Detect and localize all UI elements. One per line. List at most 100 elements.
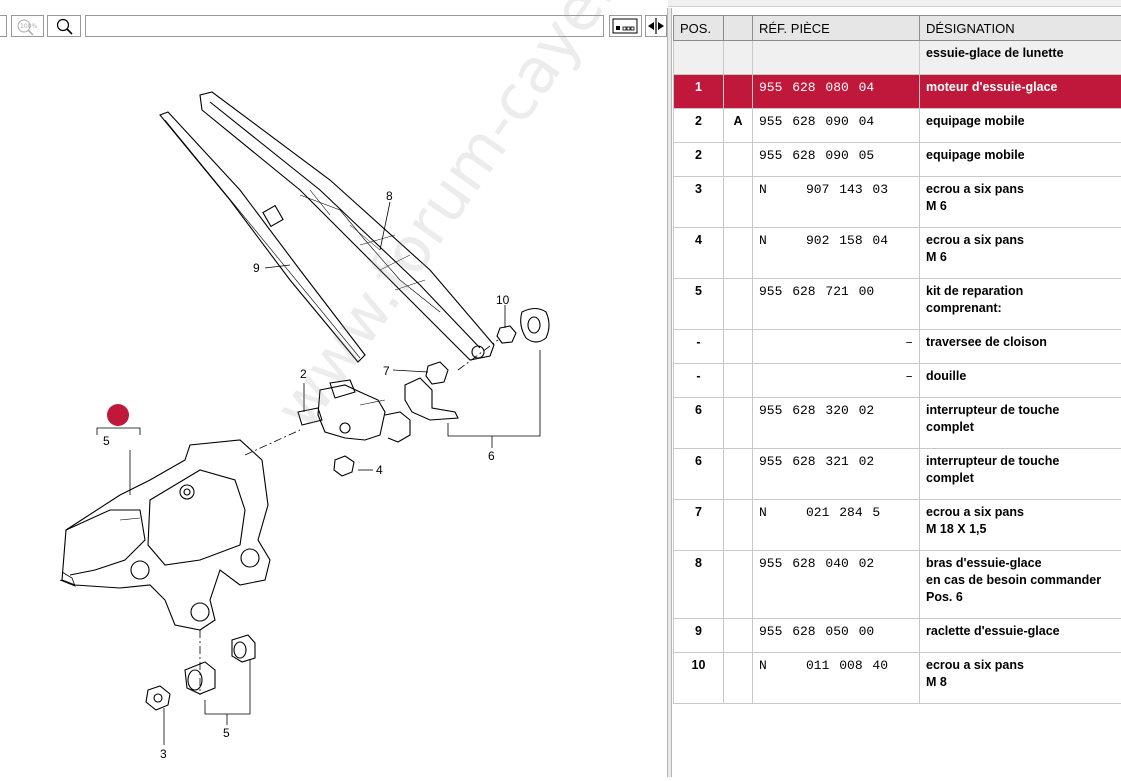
callout-3[interactable]: 3	[160, 747, 167, 761]
cell-pos: 9	[674, 619, 724, 653]
cell-ref: 955 628 721 00	[753, 279, 920, 330]
cell-designation: raclette d'essuie-glace	[920, 619, 1121, 653]
wiper-exploded-diagram: 1 5 2 7 10 8 9 6 4 3 5	[0, 40, 667, 777]
col-header-desc[interactable]: DÉSIGNATION	[920, 16, 1121, 41]
split-view-button[interactable]	[645, 15, 667, 37]
wiper-arm-shape	[200, 92, 494, 360]
cell-pos: 2	[674, 143, 724, 177]
cell-pos: 1	[674, 75, 724, 109]
cell-designation: interrupteur de touche complet	[920, 449, 1121, 500]
part-number: 955 628 050 00	[759, 624, 874, 639]
table-row[interactable]: 10 N 011 008 40 ecrou a six pans M 8	[674, 653, 1121, 704]
part-number: 955 628 721 00	[759, 284, 874, 299]
wiper-blade-shape	[160, 112, 365, 362]
pane-splitter[interactable]	[667, 8, 672, 777]
cell-designation: interrupteur de touche complet	[920, 398, 1121, 449]
part-number: N 907 143 03	[759, 182, 888, 197]
cell-ref: 955 628 050 00	[753, 619, 920, 653]
cell-mark	[724, 330, 753, 364]
cell-mark	[724, 653, 753, 704]
part-number: 955 628 080 04	[759, 80, 874, 95]
callout-1[interactable]: 1	[114, 409, 121, 423]
cell-mark	[724, 364, 753, 398]
search-button[interactable]	[47, 15, 81, 37]
cell-pos: 4	[674, 228, 724, 279]
table-row[interactable]: 3 N 907 143 03 ecrou a six pans M 6	[674, 177, 1121, 228]
cell-ref: –	[753, 330, 920, 364]
cell-mark	[724, 398, 753, 449]
cell-mark	[724, 279, 753, 330]
callout-2[interactable]: 2	[300, 367, 307, 381]
cell-mark	[724, 500, 753, 551]
zoom-label: 100%	[20, 23, 37, 30]
table-row[interactable]: essuie-glace de lunette	[674, 41, 1121, 75]
cell-pos: 8	[674, 551, 724, 619]
cell-designation: ecrou a six pans M 18 X 1,5	[920, 500, 1121, 551]
col-header-pos[interactable]: POS.	[674, 16, 724, 41]
part-number: N 011 008 40	[759, 658, 888, 673]
callout-4[interactable]: 4	[376, 463, 383, 477]
wiper-motor-shape	[62, 440, 270, 630]
cell-designation: ecrou a six pans M 6	[920, 177, 1121, 228]
callout-7[interactable]: 7	[383, 364, 390, 378]
cell-ref: 955 628 090 05	[753, 143, 920, 177]
callout-8[interactable]: 8	[386, 189, 393, 203]
table-row[interactable]: -–traversee de cloison	[674, 330, 1121, 364]
cell-mark	[724, 41, 753, 75]
cell-pos: 10	[674, 653, 724, 704]
col-header-mark	[724, 16, 753, 41]
search-icon	[48, 16, 80, 36]
cell-ref	[753, 41, 920, 75]
search-input[interactable]	[85, 15, 604, 37]
table-row[interactable]: 8 955 628 040 02 bras d'essuie-glace en ca…	[674, 551, 1121, 619]
cell-designation: douille	[920, 364, 1121, 398]
cell-pos: 5	[674, 279, 724, 330]
cell-designation: equipage mobile	[920, 109, 1121, 143]
part-number: 955 628 321 02	[759, 454, 874, 469]
parts-diagram: 1 5 2 7 10 8 9 6 4 3 5	[0, 40, 667, 777]
table-row[interactable]: 1 955 628 080 04 moteur d'essuie-glace	[674, 75, 1121, 109]
cell-designation: moteur d'essuie-glace	[920, 75, 1121, 109]
cell-mark: A	[724, 109, 753, 143]
cell-designation: ecrou a six pans M 8	[920, 653, 1121, 704]
cell-ref: –	[753, 364, 920, 398]
cell-pos: 7	[674, 500, 724, 551]
cell-designation: bras d'essuie-glace en cas de besoin com…	[920, 551, 1121, 619]
col-header-ref[interactable]: RÉF. PIÈCE	[753, 16, 920, 41]
table-row[interactable]: 4 N 902 158 04 ecrou a six pans M 6	[674, 228, 1121, 279]
part-number: 955 628 040 02	[759, 556, 874, 571]
hotspot-view-button[interactable]	[609, 15, 642, 37]
cell-designation: traversee de cloison	[920, 330, 1121, 364]
part-number: 955 628 090 05	[759, 148, 874, 163]
cell-mark	[724, 228, 753, 279]
callout-5-bottom[interactable]: 5	[223, 726, 230, 740]
cell-mark	[724, 143, 753, 177]
toolbar: 100%	[0, 0, 668, 40]
part-number: 955 628 090 04	[759, 114, 874, 129]
callout-10[interactable]: 10	[496, 293, 510, 307]
table-row[interactable]: 7 N 021 284 5 ecrou a six pans M 18 X 1,5	[674, 500, 1121, 551]
table-row[interactable]: 9 955 628 050 00 raclette d'essuie-glace	[674, 619, 1121, 653]
cell-ref: N 021 284 5	[753, 500, 920, 551]
cell-designation: ecrou a six pans M 6	[920, 228, 1121, 279]
part-number: N 902 158 04	[759, 233, 888, 248]
cell-designation: essuie-glace de lunette	[920, 41, 1121, 75]
parts-table-pane: POS. RÉF. PIÈCE DÉSIGNATION essuie-glace…	[673, 15, 1121, 777]
cell-pos: 3	[674, 177, 724, 228]
callout-6[interactable]: 6	[488, 449, 495, 463]
zoom-100-button[interactable]: 100%	[11, 15, 44, 37]
part-number: N 021 284 5	[759, 505, 880, 520]
toolbar-button-partial[interactable]	[0, 15, 7, 37]
cell-ref: 955 628 040 02	[753, 551, 920, 619]
callout-9[interactable]: 9	[253, 261, 260, 275]
cell-pos: 2	[674, 109, 724, 143]
callout-5-top[interactable]: 5	[103, 434, 110, 448]
cell-ref: N 907 143 03	[753, 177, 920, 228]
table-row[interactable]: -–douille	[674, 364, 1121, 398]
cell-ref: 955 628 321 02	[753, 449, 920, 500]
